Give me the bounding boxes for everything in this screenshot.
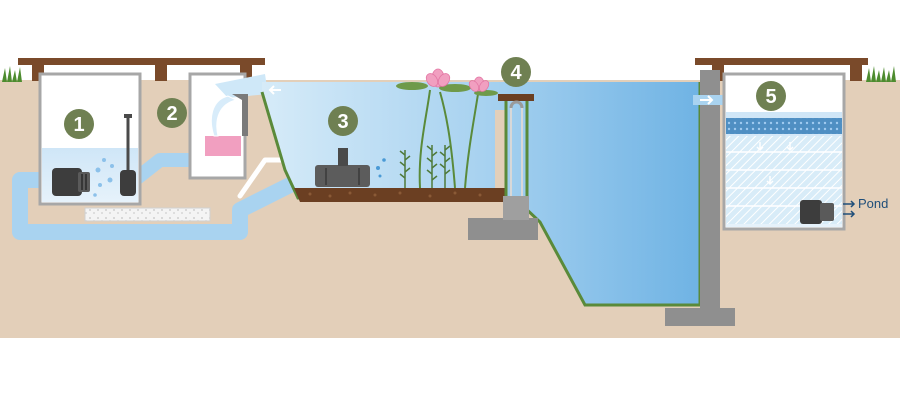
waterfall-icon xyxy=(210,74,268,137)
divider-wall xyxy=(700,70,720,315)
pump-icon xyxy=(800,200,834,224)
concrete-footing xyxy=(468,218,538,240)
bubbles xyxy=(93,158,114,197)
uv-lamp-icon xyxy=(120,114,136,196)
lily-icon xyxy=(396,68,498,189)
arrow-icon xyxy=(843,200,856,218)
step-badge-4: 4 xyxy=(501,57,531,87)
submerged-plants xyxy=(399,145,451,188)
svg-text:3: 3 xyxy=(337,111,348,133)
substrate-specks xyxy=(308,191,482,198)
svg-text:2: 2 xyxy=(166,103,177,125)
arrow-icon xyxy=(756,142,794,186)
pump-icon xyxy=(52,168,90,196)
planting-bed xyxy=(294,188,505,202)
step-badge-1: 1 xyxy=(64,109,94,139)
svg-text:4: 4 xyxy=(510,62,522,84)
pond-outlet-label: Pond xyxy=(858,196,888,211)
grass-icon xyxy=(2,66,22,82)
wall-footing xyxy=(665,308,735,326)
roof-left xyxy=(18,58,265,81)
concrete-stem xyxy=(503,196,529,220)
step-badge-5: 5 xyxy=(756,81,786,111)
grass-icon xyxy=(866,66,896,82)
step-badge-2: 2 xyxy=(157,98,187,128)
uv-clarifier xyxy=(84,207,211,222)
aerator-icon xyxy=(315,148,370,187)
arrow-icon xyxy=(268,85,281,95)
filter-media-top xyxy=(726,118,842,134)
svg-text:5: 5 xyxy=(765,86,776,108)
bubbles xyxy=(376,158,386,178)
svg-text:1: 1 xyxy=(73,114,84,136)
filter-media-pink xyxy=(205,136,241,156)
step-badge-3: 3 xyxy=(328,106,358,136)
